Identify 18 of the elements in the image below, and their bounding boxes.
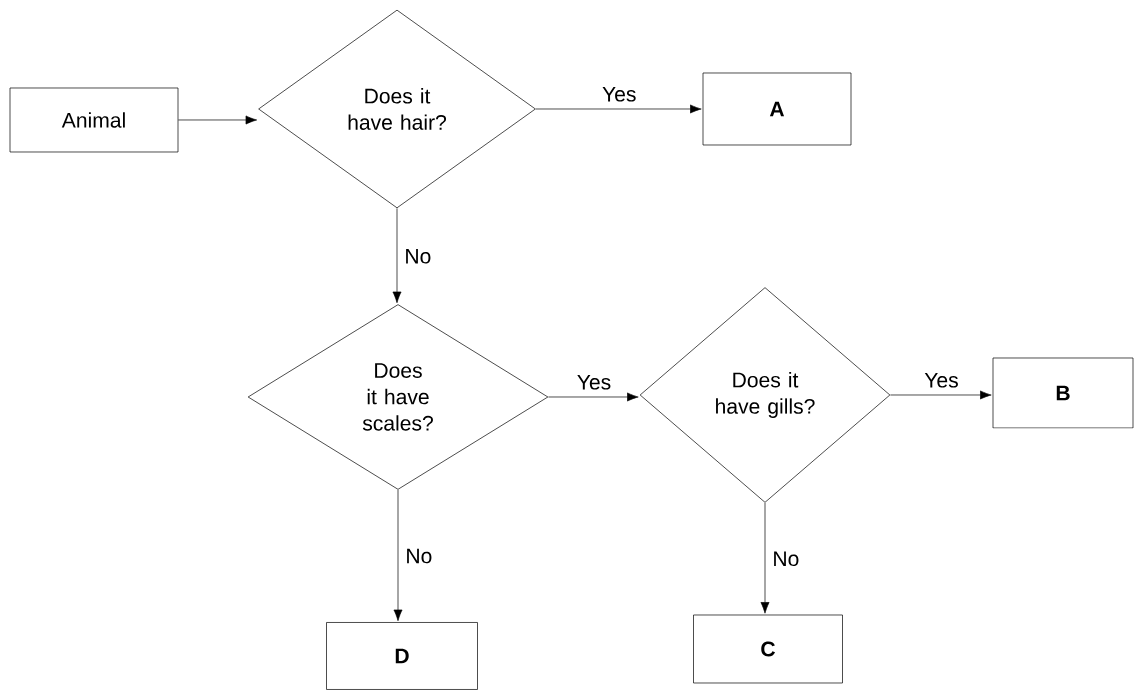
arrow [393,489,403,622]
process-box: Animal [9,87,179,153]
edge-label: Yes [924,372,958,388]
arrow [535,104,702,114]
edge-label: No [774,551,799,567]
process-box: B [992,357,1134,429]
arrow [392,208,402,304]
edge-label: No [406,248,431,264]
edge-label: No [407,548,432,564]
process-box: D [326,622,478,690]
process-box: A [702,72,852,146]
arrow [548,392,639,402]
arrow [890,390,992,400]
edge-label: Yes [577,374,611,390]
process-box: C [693,614,843,684]
arrow [178,115,258,125]
arrow [760,502,770,614]
edge-label: Yes [602,86,636,102]
